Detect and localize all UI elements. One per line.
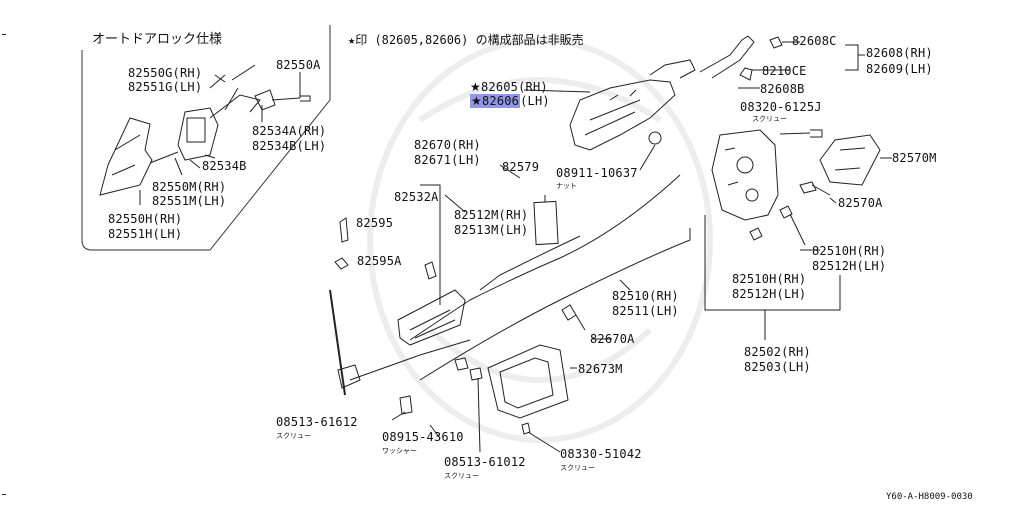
not-sold-note: ★印 (82605,82606) の構成部品は非販売 bbox=[348, 33, 584, 47]
label-82510: 82510(RH) bbox=[612, 289, 679, 303]
inside-handle bbox=[397, 289, 466, 346]
label-82606-side: (LH) bbox=[520, 94, 550, 108]
label-82670: 82670(RH) bbox=[414, 138, 481, 152]
label-08915: 08915-43610 bbox=[382, 430, 464, 444]
label-08320-screw: スクリュー bbox=[752, 115, 787, 123]
label-82511: 82511(LH) bbox=[612, 304, 679, 318]
label-8210CE: 8210CE bbox=[762, 64, 807, 78]
label-82605: ★82605(RH) bbox=[470, 80, 548, 94]
label-82570M: 82570M bbox=[892, 151, 937, 165]
page-edge-mark-top bbox=[2, 34, 6, 35]
label-82609: 82609(LH) bbox=[866, 62, 933, 76]
label-82605-text: 82605(RH) bbox=[480, 80, 548, 94]
label-82534B-lh: 82534B(LH) bbox=[252, 139, 327, 153]
label-08513-61612: 08513-61612 bbox=[276, 415, 358, 429]
label-82595: 82595 bbox=[356, 216, 394, 230]
striker bbox=[819, 134, 881, 186]
label-08513-61612-screw: スクリュー bbox=[276, 432, 311, 440]
label-82551G: 82551G(LH) bbox=[128, 80, 203, 94]
label-08330: 08330-51042 bbox=[560, 447, 642, 461]
door-lock-body bbox=[711, 129, 779, 221]
label-82513M: 82513M(LH) bbox=[454, 223, 529, 237]
label-82551M: 82551M(LH) bbox=[152, 194, 227, 208]
label-82550A: 82550A bbox=[276, 58, 321, 72]
label-82550G: 82550G(RH) bbox=[128, 66, 203, 80]
page-edge-mark-bottom bbox=[2, 494, 6, 495]
label-82503: 82503(LH) bbox=[744, 360, 811, 374]
label-82534A: 82534A(RH) bbox=[252, 124, 327, 138]
label-08513-61012-screw: スクリュー bbox=[444, 472, 479, 480]
label-82606-number: 82606 bbox=[481, 94, 520, 108]
label-82606: ★82606(LH) bbox=[470, 94, 550, 108]
label-82670A: 82670A bbox=[590, 332, 635, 346]
label-82608: 82608(RH) bbox=[866, 46, 933, 60]
label-82534B: 82534B bbox=[202, 159, 247, 173]
escutcheon bbox=[487, 344, 569, 419]
rods bbox=[329, 174, 691, 396]
outside-handle bbox=[569, 59, 696, 151]
label-82512M: 82512M(RH) bbox=[454, 208, 529, 222]
label-08513-61012: 08513-61012 bbox=[444, 455, 526, 469]
label-08911-nut: ナット bbox=[556, 182, 577, 190]
label-82512H-a: 82512H(LH) bbox=[812, 259, 887, 273]
figure-code: Y60-A-H8009-0030 bbox=[886, 492, 973, 502]
label-82671: 82671(LH) bbox=[414, 153, 481, 167]
label-82550H: 82550H(RH) bbox=[108, 212, 183, 226]
label-82673M: 82673M bbox=[578, 362, 623, 376]
label-82512H-b: 82512H(LH) bbox=[732, 287, 807, 301]
label-82532A: 82532A bbox=[394, 190, 439, 204]
label-82595A: 82595A bbox=[357, 254, 402, 268]
label-08911: 08911-10637 bbox=[556, 166, 638, 180]
inset-parts bbox=[99, 64, 311, 196]
label-82550M: 82550M(RH) bbox=[152, 180, 227, 194]
inset-title: オートドアロック仕様 bbox=[92, 32, 223, 47]
star-mark: ★ bbox=[471, 94, 482, 108]
label-82502: 82502(RH) bbox=[744, 345, 811, 359]
inset-border bbox=[81, 25, 331, 251]
label-82608C: 82608C bbox=[792, 34, 837, 48]
label-82608B: 82608B bbox=[760, 82, 805, 96]
label-82551H: 82551H(LH) bbox=[108, 227, 183, 241]
label-82510H-a: 82510H(RH) bbox=[812, 244, 887, 258]
star-mark: ★ bbox=[470, 80, 481, 94]
label-08915-washer: ワッシャー bbox=[382, 447, 417, 455]
label-08320: 08320-6125J bbox=[740, 100, 822, 114]
label-82606-highlight: ★82606 bbox=[470, 94, 521, 108]
label-82510H-b: 82510H(RH) bbox=[732, 272, 807, 286]
label-82570A: 82570A bbox=[838, 196, 883, 210]
label-08330-screw: スクリュー bbox=[560, 464, 595, 472]
label-82579: 82579 bbox=[502, 160, 540, 174]
